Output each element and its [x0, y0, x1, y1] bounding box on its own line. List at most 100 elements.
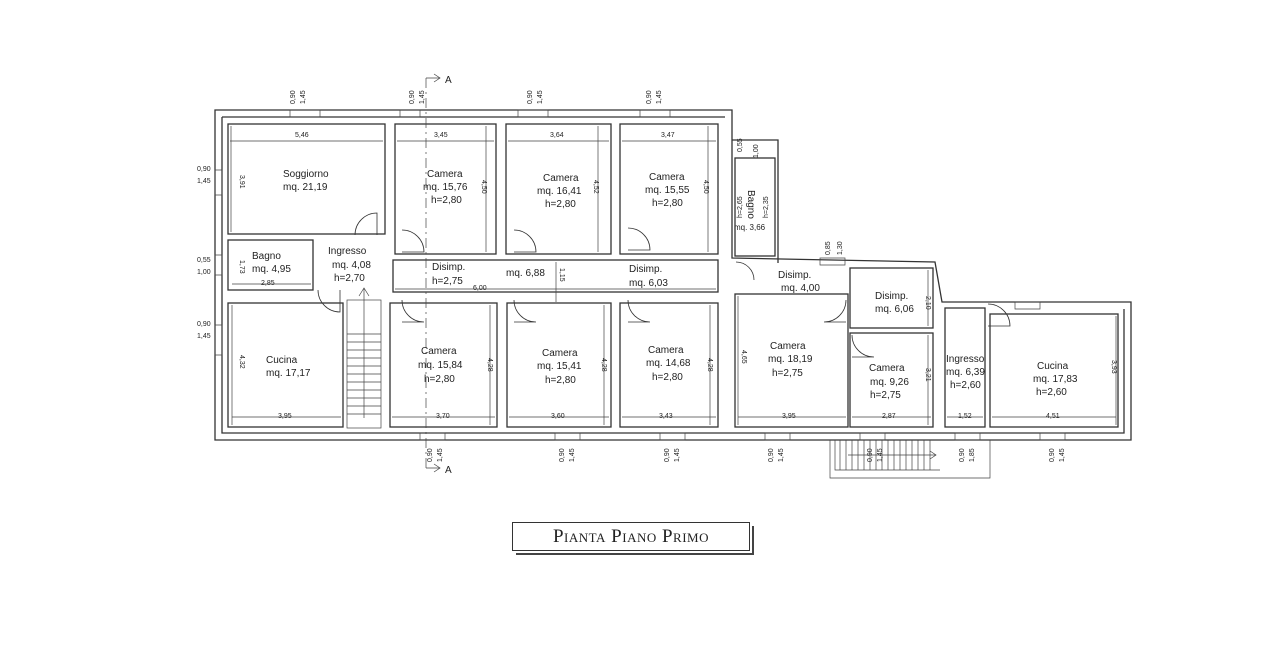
room-height: h=2,75: [432, 276, 463, 287]
room-height: h=2,75: [870, 390, 901, 401]
svg-text:1,30: 1,30: [837, 241, 844, 255]
room-labels: Soggiorno mq. 21,19 Camera mq. 15,76 h=2…: [252, 169, 1078, 401]
svg-text:1,45: 1,45: [569, 448, 576, 462]
svg-text:3,64: 3,64: [550, 132, 564, 139]
room-name: Camera: [427, 169, 463, 180]
room-area: mq. 14,68: [646, 358, 691, 369]
room-name: Disimp.: [875, 291, 908, 302]
room-name: Soggiorno: [283, 169, 329, 180]
plan-title: Pianta Piano Primo: [552, 526, 710, 547]
svg-text:1,00: 1,00: [753, 144, 760, 158]
svg-text:3,43: 3,43: [659, 413, 673, 420]
room-name: Camera: [421, 346, 457, 357]
room-area: mq. 16,41: [537, 186, 582, 197]
svg-text:1,15: 1,15: [558, 268, 565, 282]
room-area: mq. 9,26: [870, 377, 909, 388]
svg-text:4,51: 4,51: [1046, 413, 1060, 420]
svg-text:1,45: 1,45: [300, 90, 307, 104]
svg-text:0,90: 0,90: [559, 448, 566, 462]
svg-text:0,90: 0,90: [197, 321, 211, 328]
svg-text:1,45: 1,45: [674, 448, 681, 462]
svg-text:3,93: 3,93: [1110, 360, 1117, 374]
room-height: h=2,60: [950, 380, 981, 391]
room-name: Ingresso: [946, 354, 985, 365]
svg-text:1,52: 1,52: [958, 413, 972, 420]
room-name: Bagno: [252, 251, 281, 262]
room-height: h=2,80: [431, 195, 462, 206]
svg-text:0,55: 0,55: [197, 257, 211, 264]
room-area: mq. 17,83: [1033, 374, 1078, 385]
svg-text:1,45: 1,45: [437, 448, 444, 462]
svg-text:3,21: 3,21: [924, 368, 931, 382]
room-height: h=2,70: [334, 273, 365, 284]
room-area: mq. 6,39: [946, 367, 985, 378]
svg-text:0,90: 0,90: [290, 90, 297, 104]
svg-text:0,85: 0,85: [825, 241, 832, 255]
room-height: h=2,80: [545, 375, 576, 386]
room-height: h=2,80: [652, 198, 683, 209]
room-area: mq. 17,17: [266, 368, 311, 379]
room-height: h=2,65: [737, 196, 744, 218]
svg-text:4,32: 4,32: [238, 355, 245, 369]
svg-text:1,45: 1,45: [778, 448, 785, 462]
room-area: mq. 6,06: [875, 304, 914, 315]
room-area: mq. 15,76: [423, 182, 468, 193]
svg-text:4,50: 4,50: [702, 180, 709, 194]
room-name: Ingresso: [328, 246, 367, 257]
svg-text:0,90: 0,90: [664, 448, 671, 462]
room-area: mq. 6,03: [629, 278, 668, 289]
section-marker-bottom: A: [445, 465, 452, 476]
svg-text:3,95: 3,95: [782, 413, 796, 420]
room-name: Cucina: [266, 355, 298, 366]
svg-text:5,46: 5,46: [295, 132, 309, 139]
room-name: Camera: [649, 172, 685, 183]
svg-text:2,87: 2,87: [882, 413, 896, 420]
svg-text:3,70: 3,70: [436, 413, 450, 420]
room-name: Cucina: [1037, 361, 1069, 372]
svg-text:6,00: 6,00: [473, 285, 487, 292]
room-height: h=2,35: [763, 196, 770, 218]
svg-text:0,90: 0,90: [768, 448, 775, 462]
room-name: Disimp.: [629, 264, 662, 275]
svg-text:0,90: 0,90: [1049, 448, 1056, 462]
dimension-labels: 5,46 3,45 3,64 3,47 3,91 4,50 4,52 4,50 …: [197, 75, 1117, 476]
room-name: Camera: [648, 345, 684, 356]
svg-text:1,45: 1,45: [1059, 448, 1066, 462]
svg-text:1,85: 1,85: [969, 448, 976, 462]
room-name: Camera: [543, 173, 579, 184]
svg-text:0,90: 0,90: [867, 448, 874, 462]
room-height: h=2,60: [1036, 387, 1067, 398]
room-name: Camera: [770, 341, 806, 352]
svg-text:4,65: 4,65: [740, 350, 747, 364]
svg-text:0,90: 0,90: [527, 90, 534, 104]
room-area: mq. 3,66: [734, 223, 766, 232]
svg-text:1,45: 1,45: [197, 333, 211, 340]
room-name: Camera: [542, 348, 578, 359]
doors: [317, 212, 1011, 358]
room-name: Bagno: [745, 190, 756, 219]
svg-text:0,90: 0,90: [959, 448, 966, 462]
dimension-lines: [230, 126, 1117, 425]
room-name: Disimp.: [432, 262, 465, 273]
room-area: mq. 15,41: [537, 361, 582, 372]
section-marker-top: A: [445, 75, 452, 86]
svg-text:0,90: 0,90: [646, 90, 653, 104]
svg-text:3,95: 3,95: [278, 413, 292, 420]
plan-title-box: Pianta Piano Primo: [512, 522, 750, 551]
svg-text:0,55: 0,55: [737, 138, 744, 152]
svg-text:3,47: 3,47: [661, 132, 675, 139]
svg-text:4,50: 4,50: [480, 180, 487, 194]
room-height: h=2,80: [652, 372, 683, 383]
svg-text:4,28: 4,28: [600, 358, 607, 372]
room-height: h=2,75: [772, 368, 803, 379]
svg-text:2,85: 2,85: [261, 280, 275, 287]
svg-text:4,28: 4,28: [486, 358, 493, 372]
svg-text:0,90: 0,90: [409, 90, 416, 104]
svg-text:3,60: 3,60: [551, 413, 565, 420]
room-area: mq. 21,19: [283, 182, 328, 193]
room-area: mq. 15,55: [645, 185, 690, 196]
room-area: mq. 4,08: [332, 260, 371, 271]
room-area: mq. 6,88: [506, 268, 545, 279]
svg-text:3,91: 3,91: [238, 175, 245, 189]
